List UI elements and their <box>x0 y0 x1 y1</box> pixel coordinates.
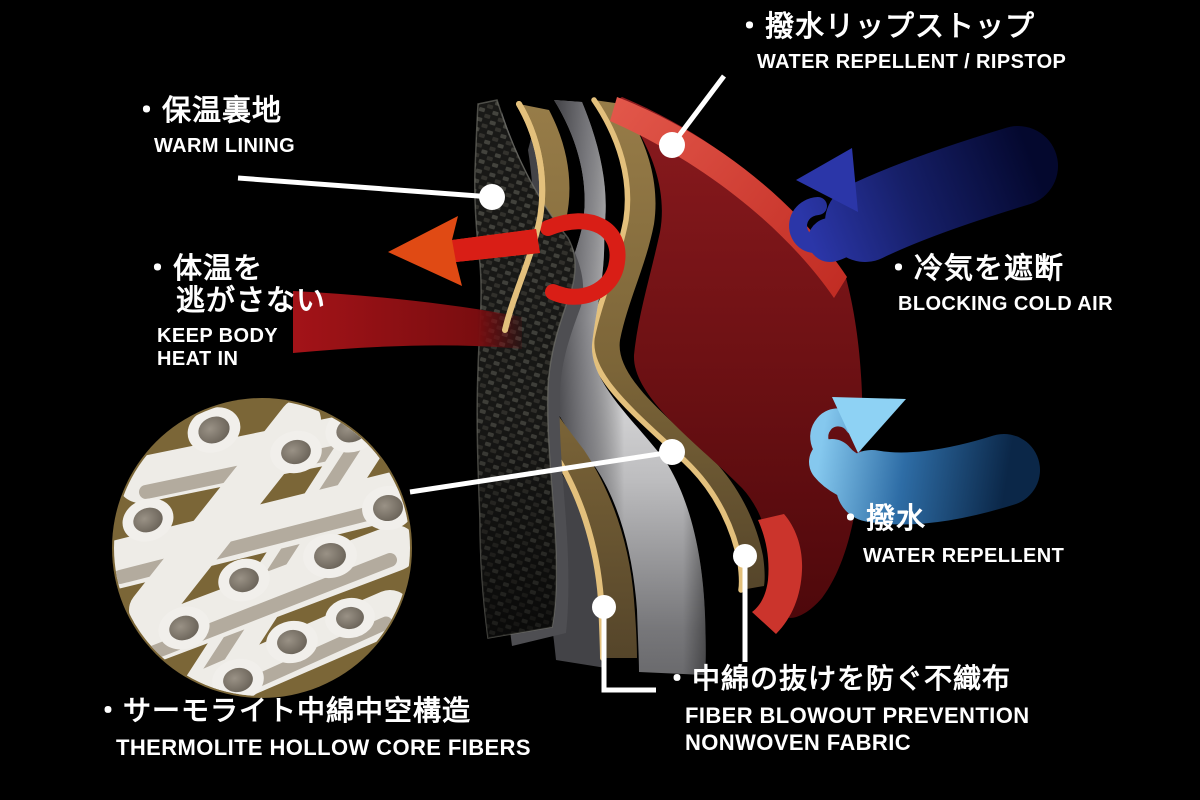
label-warm-lining-jp: ・保温裏地 <box>132 95 283 127</box>
cold-air-arrow <box>789 126 1058 262</box>
heat-arrow-group <box>293 101 626 353</box>
callout-dot <box>733 544 757 568</box>
label-warm-lining: ・保温裏地 WARM LINING <box>132 95 296 157</box>
label-thermolite-en: THERMOLITE HOLLOW CORE FIBERS <box>116 734 531 760</box>
heat-arrow-curl <box>540 213 626 305</box>
callout-dot <box>592 595 616 619</box>
label-water-repellent-jp: ・撥水 <box>836 503 927 535</box>
label-keep-heat: ・体温を 逃がさない KEEP BODY HEAT IN <box>143 253 327 371</box>
label-thermolite-jp: ・サーモライト中綿中空構造 <box>94 695 472 726</box>
label-nonwoven-en: FIBER BLOWOUT PREVENTION NONWOVEN FABRIC <box>685 702 1030 756</box>
callout-lines <box>237 74 748 693</box>
callout-dot <box>659 132 685 158</box>
label-block-cold: ・冷気を遮断 BLOCKING COLD AIR <box>884 253 1113 315</box>
callout-line-nonwoven-inner <box>601 607 656 693</box>
label-water-repellent-en: WATER REPELLENT <box>863 544 1065 567</box>
label-keep-heat-jp2: 逃がさない <box>176 284 327 317</box>
callout-line-warm-lining <box>237 175 493 200</box>
label-water-repellent: ・撥水 WATER REPELLENT <box>836 503 1065 567</box>
label-ripstop: ・撥水リップストップ WATER REPELLENT / RIPSTOP <box>735 11 1067 73</box>
label-block-cold-en: BLOCKING COLD AIR <box>898 292 1113 315</box>
heat-band-crimson <box>293 291 522 353</box>
label-warm-lining-en: WARM LINING <box>154 134 296 157</box>
label-keep-heat-en: KEEP BODY HEAT IN <box>157 324 279 370</box>
callout-dot <box>479 184 505 210</box>
heat-arrow-shaft <box>452 229 540 262</box>
label-ripstop-jp: ・撥水リップストップ <box>735 11 1036 43</box>
callout-line-fibers <box>409 449 673 495</box>
insulation-layer <box>542 100 706 675</box>
gold-edge-overlap <box>502 101 546 333</box>
label-thermolite: ・サーモライト中綿中空構造 THERMOLITE HOLLOW CORE FIB… <box>94 695 531 761</box>
shell-bright-tip <box>752 514 803 634</box>
nonwoven-inner-backing <box>490 120 607 668</box>
label-nonwoven: ・中綿の抜けを防ぐ不織布 FIBER BLOWOUT PREVENTION NO… <box>663 663 1030 757</box>
fiber-inset <box>112 398 412 698</box>
callout-line-ripstop <box>670 74 726 147</box>
callout-dot <box>659 439 685 465</box>
label-block-cold-jp: ・冷気を遮断 <box>884 253 1065 285</box>
label-nonwoven-jp: ・中綿の抜けを防ぐ不織布 <box>663 663 1012 694</box>
label-ripstop-en: WATER REPELLENT / RIPSTOP <box>757 50 1067 73</box>
label-keep-heat-jp1: ・体温を <box>143 253 264 285</box>
callout-dots <box>479 132 757 619</box>
water-arrow <box>809 397 1040 525</box>
